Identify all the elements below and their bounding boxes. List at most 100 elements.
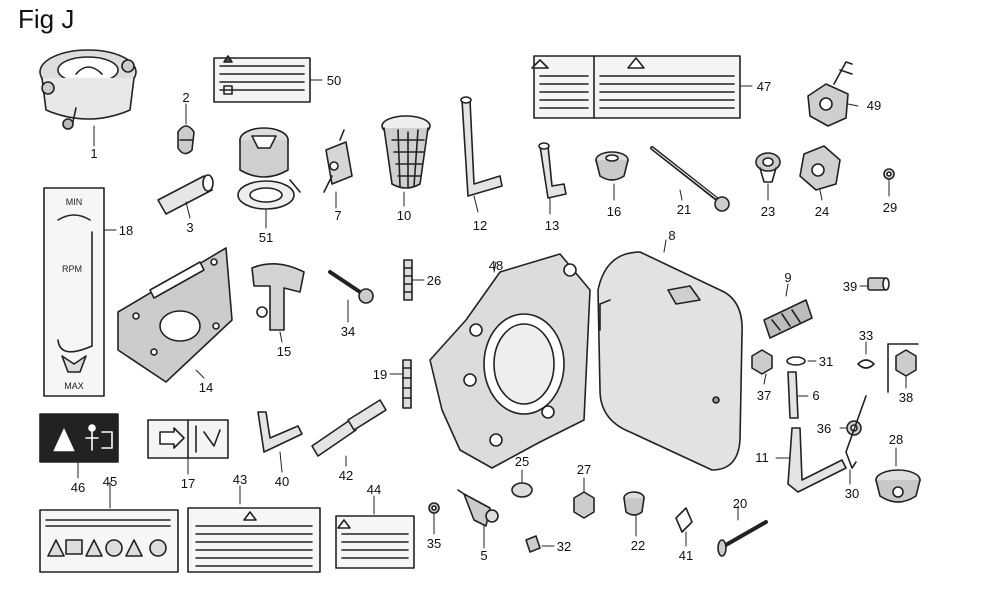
gauge-rpm-label: RPM bbox=[62, 264, 82, 274]
label-part-23: 23 bbox=[761, 204, 775, 219]
part-39-drawing bbox=[867, 277, 890, 291]
part-31-drawing bbox=[786, 356, 806, 366]
part-22-drawing bbox=[623, 491, 645, 516]
label-part-47: 47 bbox=[757, 79, 771, 94]
label-part-2: 2 bbox=[182, 90, 189, 105]
part-26-drawing bbox=[403, 259, 413, 301]
label-part-13: 13 bbox=[545, 218, 559, 233]
part-30-drawing bbox=[845, 451, 857, 469]
part-48-drawing bbox=[429, 253, 591, 469]
label-part-39: 39 bbox=[843, 279, 857, 294]
part-24-drawing bbox=[799, 145, 841, 191]
label-part-28: 28 bbox=[889, 432, 903, 447]
part-8-drawing bbox=[597, 251, 743, 471]
part-17-drawing bbox=[147, 419, 229, 459]
label-part-49: 49 bbox=[867, 98, 881, 113]
part-40-drawing bbox=[257, 411, 303, 453]
part-23-drawing bbox=[755, 152, 781, 183]
part-37-drawing bbox=[751, 349, 773, 375]
part-46-drawing bbox=[39, 413, 119, 463]
label-part-9: 9 bbox=[784, 270, 791, 285]
part-42-drawing bbox=[311, 399, 387, 457]
label-part-16: 16 bbox=[607, 204, 621, 219]
part-7-drawing bbox=[323, 129, 353, 193]
part-29-drawing bbox=[883, 168, 895, 180]
part-47-drawing bbox=[531, 55, 741, 119]
part-25-drawing bbox=[511, 482, 533, 498]
label-part-18: 18 bbox=[119, 223, 133, 238]
part-19-drawing bbox=[402, 359, 412, 409]
label-part-29: 29 bbox=[883, 200, 897, 215]
label-part-21: 21 bbox=[677, 202, 691, 217]
label-part-31: 31 bbox=[819, 354, 833, 369]
part-14-drawing bbox=[117, 247, 233, 383]
label-part-3: 3 bbox=[186, 220, 193, 235]
label-part-24: 24 bbox=[815, 204, 829, 219]
part-35-drawing bbox=[428, 502, 440, 514]
part-number-labels: 1 2 3 5 6 7 8 9 10 11 12 13 14 15 16 17 … bbox=[71, 73, 913, 563]
label-part-19: 19 bbox=[373, 367, 387, 382]
part-12-drawing bbox=[460, 96, 503, 197]
part-11-drawing bbox=[787, 395, 867, 493]
label-part-30: 30 bbox=[845, 486, 859, 501]
label-part-11: 11 bbox=[755, 450, 769, 465]
label-part-5: 5 bbox=[480, 548, 487, 563]
label-part-36: 36 bbox=[817, 421, 831, 436]
label-part-48: 48 bbox=[489, 258, 503, 273]
part-51-drawing bbox=[237, 127, 301, 210]
label-part-22: 22 bbox=[631, 538, 645, 553]
part-16-drawing bbox=[595, 151, 629, 181]
part-21-drawing bbox=[650, 146, 730, 212]
part-15-drawing bbox=[251, 263, 305, 331]
part-2-drawing bbox=[177, 125, 195, 155]
label-part-12: 12 bbox=[473, 218, 487, 233]
label-part-17: 17 bbox=[181, 476, 195, 491]
label-part-14: 14 bbox=[199, 380, 213, 395]
gauge-max-label: MAX bbox=[64, 381, 84, 391]
part-6-drawing bbox=[787, 371, 799, 419]
label-part-27: 27 bbox=[577, 462, 591, 477]
part-9-drawing bbox=[763, 299, 813, 339]
part-10-drawing bbox=[381, 115, 431, 189]
label-part-37: 37 bbox=[757, 388, 771, 403]
label-part-42: 42 bbox=[339, 468, 353, 483]
part-28-drawing bbox=[875, 469, 921, 503]
label-part-46: 46 bbox=[71, 480, 85, 495]
part-5-drawing bbox=[457, 489, 499, 527]
label-part-38: 38 bbox=[899, 390, 913, 405]
label-part-10: 10 bbox=[397, 208, 411, 223]
part-41-drawing bbox=[675, 507, 693, 533]
label-part-44: 44 bbox=[367, 482, 381, 497]
label-part-25: 25 bbox=[515, 454, 529, 469]
part-49-drawing bbox=[807, 61, 853, 127]
label-part-50: 50 bbox=[327, 73, 341, 88]
gauge-min-label: MIN bbox=[66, 197, 83, 207]
label-part-40: 40 bbox=[275, 474, 289, 489]
part-1-drawing bbox=[39, 49, 137, 130]
part-27-drawing bbox=[573, 491, 595, 519]
part-38-drawing bbox=[887, 343, 919, 393]
part-32-drawing bbox=[525, 535, 541, 553]
label-part-43: 43 bbox=[233, 472, 247, 487]
part-18-drawing bbox=[43, 187, 105, 397]
label-part-33: 33 bbox=[859, 328, 873, 343]
part-44-drawing bbox=[335, 515, 415, 569]
figure-title: Fig J bbox=[18, 4, 75, 34]
label-part-45: 45 bbox=[103, 474, 117, 489]
label-part-15: 15 bbox=[277, 344, 291, 359]
label-part-20: 20 bbox=[733, 496, 747, 511]
label-part-51: 51 bbox=[259, 230, 273, 245]
part-50-drawing bbox=[213, 55, 311, 103]
part-34-drawing bbox=[328, 270, 374, 304]
part-13-drawing bbox=[538, 142, 567, 199]
leader-lines bbox=[77, 79, 907, 549]
part-3-drawing bbox=[157, 174, 214, 215]
label-part-1: 1 bbox=[90, 146, 97, 161]
label-part-26: 26 bbox=[427, 273, 441, 288]
label-part-32: 32 bbox=[557, 539, 571, 554]
label-part-6: 6 bbox=[812, 388, 819, 403]
part-20-drawing bbox=[717, 520, 768, 557]
label-part-8: 8 bbox=[668, 228, 675, 243]
